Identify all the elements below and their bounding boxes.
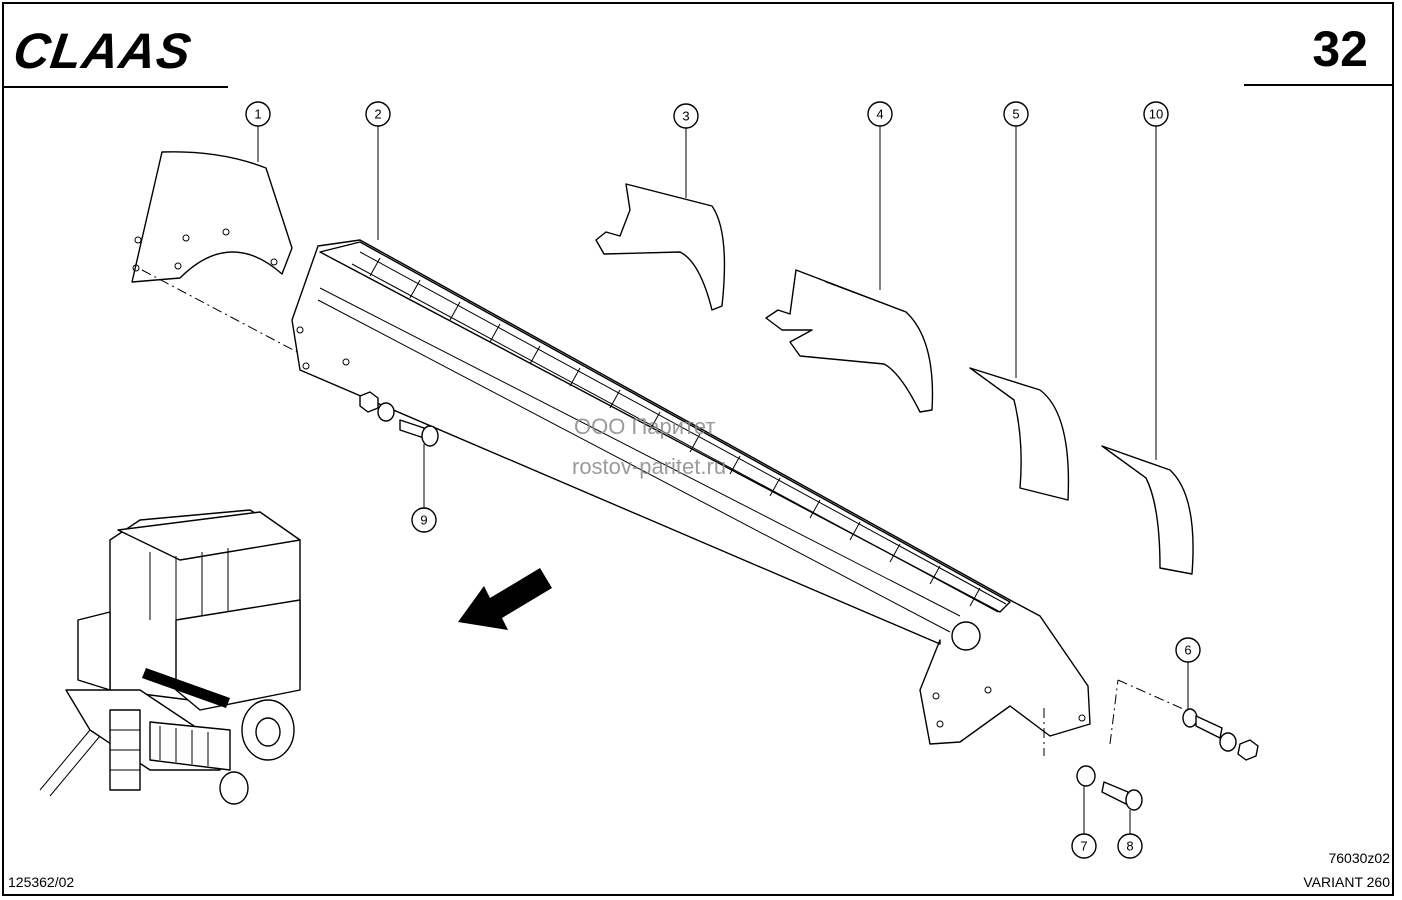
callout-7: 7 (1071, 833, 1097, 859)
callout-6: 6 (1175, 637, 1201, 663)
direction-arrow-icon (458, 568, 552, 630)
watermark-company: ООО Паритет (574, 414, 716, 439)
part-10-strip (1101, 445, 1194, 575)
beam-segments (369, 257, 981, 607)
fastener-set-7-8 (1043, 708, 1143, 811)
callout-10: 10 (1143, 101, 1169, 127)
watermark-url: rostov-paritet.ru (572, 454, 727, 479)
fastener-set-6 (1109, 679, 1259, 761)
callout-9: 9 (411, 507, 437, 533)
svg-text:8: 8 (1126, 839, 1133, 854)
callout-8: 8 (1117, 833, 1143, 859)
svg-text:4: 4 (876, 107, 883, 122)
part-2-roller-beam (291, 239, 1091, 745)
svg-text:2: 2 (374, 107, 381, 122)
callout-3: 3 (673, 103, 699, 129)
callout-1: 1 (245, 101, 271, 127)
callout-4: 4 (867, 101, 893, 127)
model-name: VARIANT 260 (1303, 874, 1390, 890)
fastener-set-9 (359, 391, 439, 447)
svg-text:6: 6 (1184, 643, 1191, 658)
header-rule-left (4, 86, 228, 88)
part-1-side-plate (131, 151, 351, 381)
page-number: 32 (1312, 21, 1368, 77)
part-3-scraper (595, 183, 726, 311)
svg-text:9: 9 (420, 513, 427, 528)
baler-machine-illustration (39, 509, 301, 805)
svg-text:1: 1 (254, 107, 261, 122)
leader-lines (257, 126, 1189, 834)
svg-text:3: 3 (682, 109, 689, 124)
svg-text:7: 7 (1080, 839, 1087, 854)
document-code: 125362/02 (8, 874, 75, 890)
svg-text:10: 10 (1149, 107, 1163, 122)
drawing-code: 76030z02 (1328, 850, 1390, 866)
callout-2: 2 (365, 101, 391, 127)
part-4-scraper (765, 269, 934, 413)
callout-5: 5 (1003, 101, 1029, 127)
svg-text:5: 5 (1012, 107, 1019, 122)
header-rule-right (1244, 84, 1394, 86)
part-5-strip (969, 367, 1070, 501)
